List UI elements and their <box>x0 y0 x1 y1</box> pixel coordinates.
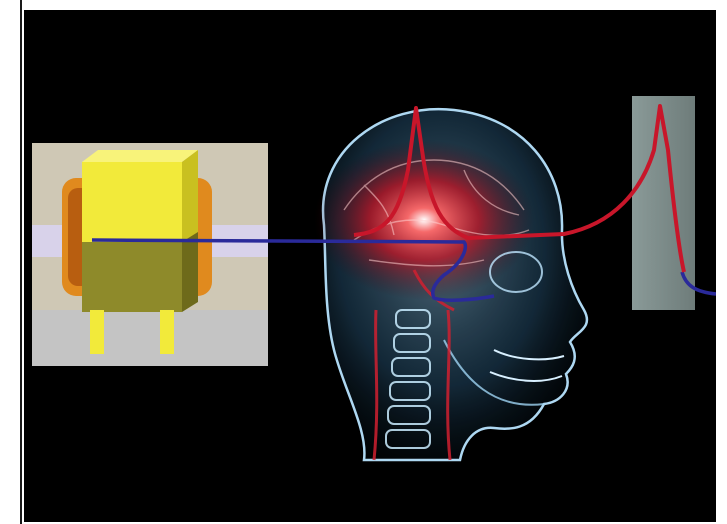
head-xray <box>314 109 587 460</box>
magnet-leg-left <box>90 310 104 354</box>
magnet-side-face <box>182 150 198 242</box>
inset-floor <box>32 310 268 366</box>
magnet-inset <box>32 143 268 366</box>
magnet-top-face <box>82 150 198 162</box>
magnet-upper <box>82 162 182 242</box>
magnet-leg-right <box>160 310 174 354</box>
magnet-lower <box>82 242 182 312</box>
left-border-strip <box>0 0 22 524</box>
magnet-lower-side <box>182 232 198 312</box>
illustration-panel <box>24 10 716 522</box>
illustration-svg <box>24 10 716 522</box>
